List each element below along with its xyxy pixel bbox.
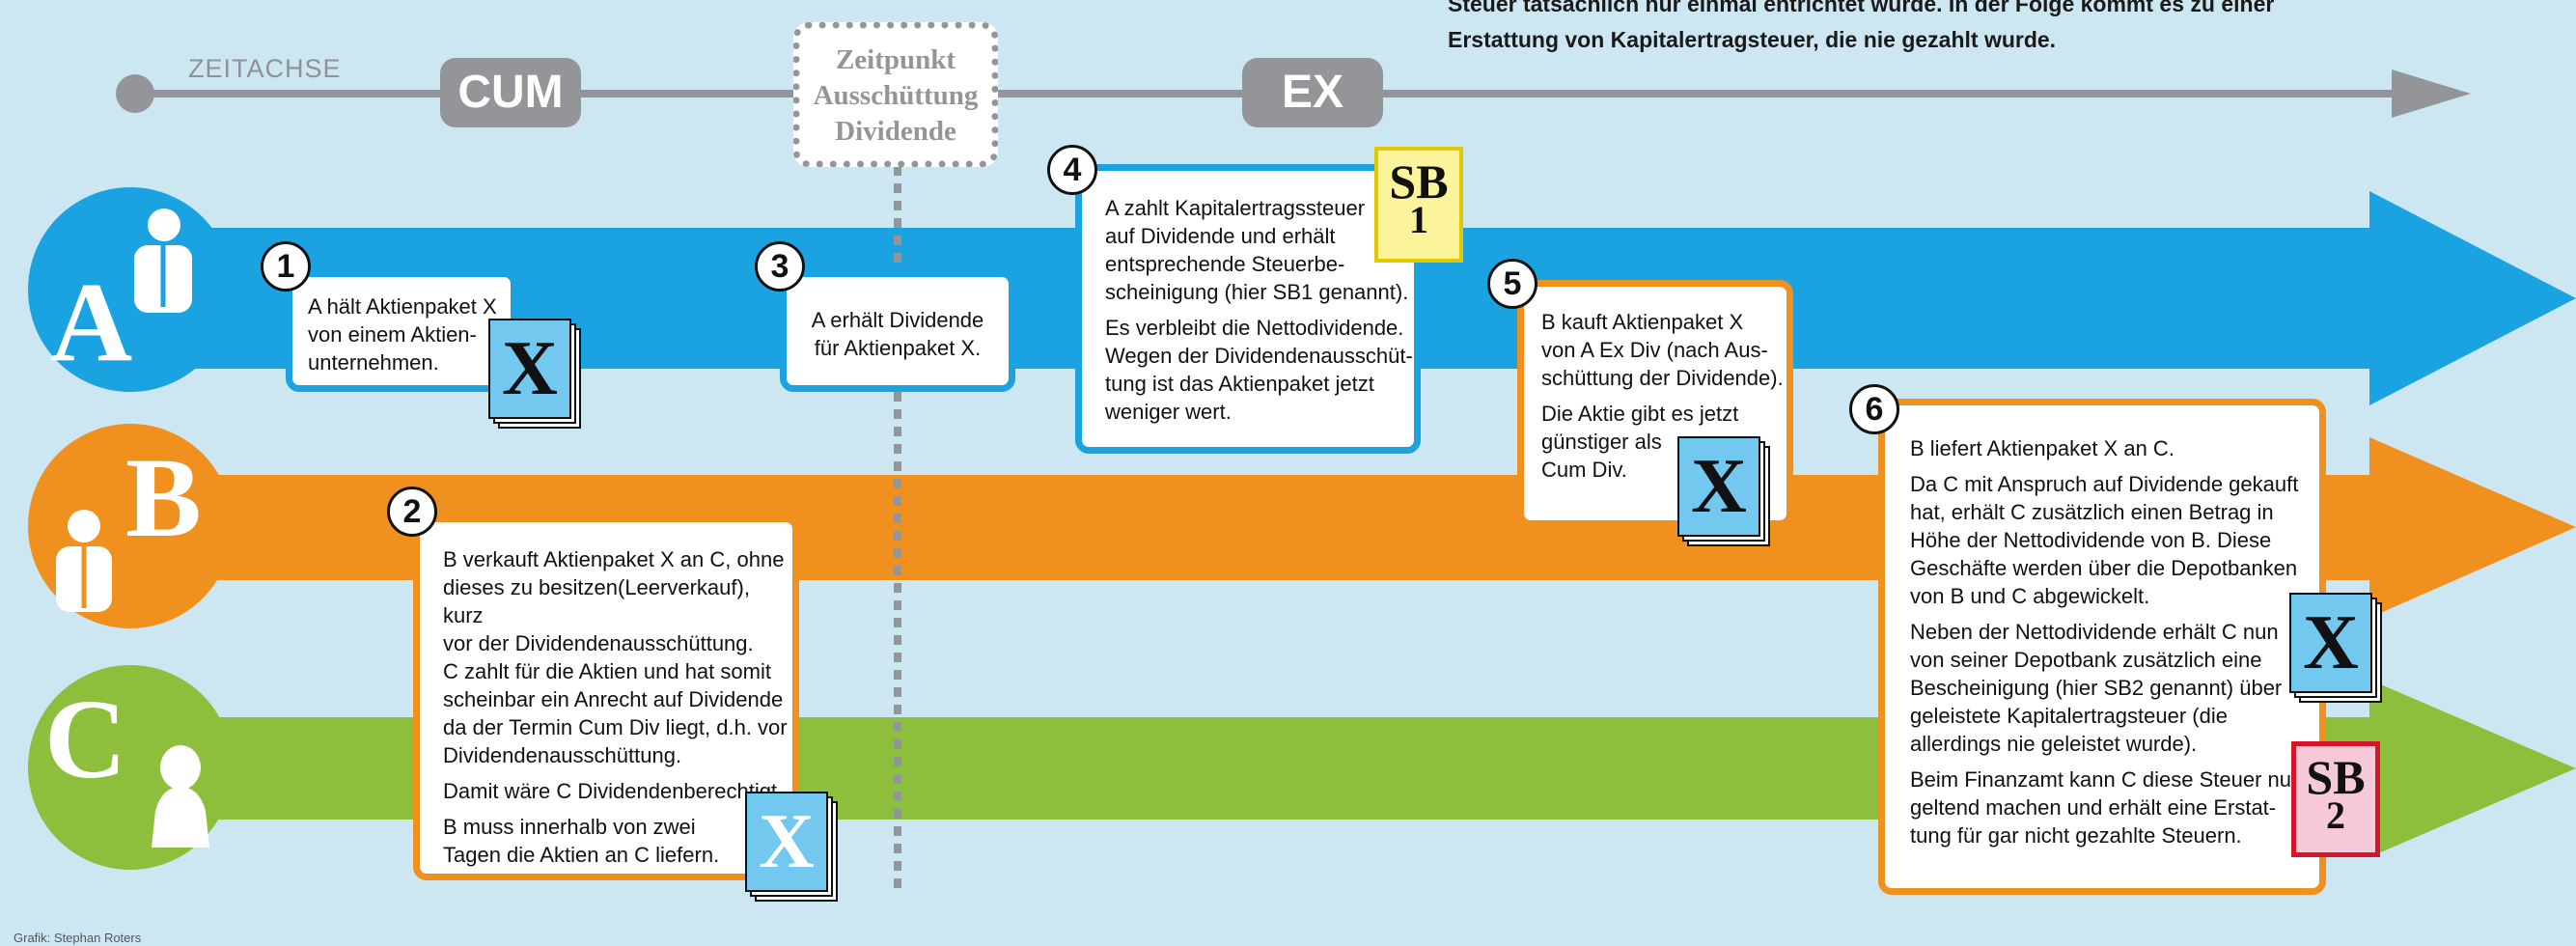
intro-text: Steuer tatsächlich nur einmal entrichtet…: [1448, 0, 2274, 58]
step-2-line: Dividendenausschüttung.: [443, 743, 682, 767]
payout-label-line-1: Zeitpunkt: [835, 44, 956, 75]
step-4-line: entsprechende Steuerbe-: [1105, 252, 1345, 276]
lane-c-letter: C: [44, 676, 127, 802]
certificate-x-label: X: [488, 319, 571, 419]
step-6-paragraph-3: Neben der Nettodividende erhält C nun vo…: [1910, 618, 2319, 758]
step-4-line: scheinigung (hier SB1 genannt).: [1105, 280, 1409, 304]
step-2-line: da der Termin Cum Div liegt, d.h. vor: [443, 715, 788, 739]
step-2-line: dieses zu besitzen(Leerverkauf), kurz: [443, 575, 750, 627]
step-4-number: 4: [1047, 145, 1097, 195]
step-6-line: Neben der Nettodividende erhält C nun: [1910, 620, 2279, 644]
step-6-line: Beim Finanzamt kann C diese Steuer nun: [1910, 767, 2304, 792]
step-2-paragraph-2: Damit wäre C Dividendenberechtigt.: [443, 777, 792, 805]
sb2-label-bottom: 2: [2326, 793, 2345, 837]
step-6-paragraph-4: Beim Finanzamt kann C diese Steuer nun g…: [1910, 765, 2319, 849]
certificate-x-label: X: [2289, 593, 2372, 693]
step-4-line: weniger wert.: [1105, 400, 1232, 424]
step-4-line: A zahlt Kapitalertragssteuer: [1105, 196, 1366, 220]
step-3-line-2: für Aktienpaket X.: [814, 336, 982, 360]
certificate-sb1: SB 1: [1374, 147, 1463, 263]
step-2-paragraph-1: B verkauft Aktienpaket X an C, ohne dies…: [443, 545, 792, 769]
certificate-x-label: X: [1677, 436, 1760, 537]
step-2-paragraph-3: B muss innerhalb von zwei Tagen die Akti…: [443, 813, 792, 869]
lane-c-arrowhead: [2369, 680, 2576, 857]
step-3-line-1: A erhält Dividende: [811, 308, 984, 332]
step-4-line: Es verbleibt die Nettodividende.: [1105, 316, 1404, 340]
step-6-paragraph-2: Da C mit Anspruch auf Dividende gekauft …: [1910, 470, 2319, 610]
step-2-line: Damit wäre C Dividendenberechtigt.: [443, 779, 784, 803]
step-5-line: Die Aktie gibt es jetzt: [1541, 402, 1739, 426]
step-2-line: scheinbar ein Anrecht auf Dividende: [443, 687, 784, 711]
step-4-box: A zahlt Kapitalertragssteuer auf Dividen…: [1075, 164, 1421, 454]
step-4-line: auf Dividende und erhält: [1105, 224, 1336, 248]
payout-time-box: Zeitpunkt Ausschüttung Dividende: [793, 22, 998, 167]
step-5-paragraph-1: B kauft Aktienpaket X von A Ex Div (nach…: [1541, 308, 1787, 392]
step-2-box: B verkauft Aktienpaket X an C, ohne dies…: [413, 515, 799, 880]
step-6-line: hat, erhält C zusätzlich einen Betrag in: [1910, 500, 2274, 524]
timeline-start-dot: [116, 74, 154, 113]
timeline-label: ZEITACHSE: [188, 54, 342, 83]
ex-badge: EX: [1242, 58, 1383, 127]
step-4-line: tung ist das Aktienpaket jetzt: [1105, 372, 1374, 396]
step-2-line: Tagen die Aktien an C liefern.: [443, 843, 720, 867]
lane-b-letter: B: [125, 434, 202, 561]
graphic-credit: Grafik: Stephan Roters: [14, 931, 142, 945]
cum-badge: CUM: [440, 58, 581, 127]
step-6-line: geleistete Kapitalertragsteuer (die: [1910, 704, 2228, 728]
step-6-number: 6: [1849, 384, 1899, 434]
lane-a-letter: A: [50, 259, 133, 385]
intro-line-2: Erstattung von Kapitalertragsteuer, die …: [1448, 27, 2057, 52]
step-1-box: A hält Aktienpaket X von einem Aktien- u…: [286, 270, 517, 392]
step-1-line-1: A hält Aktienpaket X: [308, 294, 497, 319]
sb1-label-bottom: 1: [1409, 198, 1428, 241]
step-6-line: Höhe der Nettodividende von B. Diese: [1910, 528, 2272, 552]
step-5-paragraph-2: Die Aktie gibt es jetzt günstiger als Cu…: [1541, 400, 1787, 484]
step-1-line-2: von einem Aktien-: [308, 322, 477, 347]
step-4-paragraph-2: Es verbleibt die Nettodividende. Wegen d…: [1105, 314, 1414, 426]
timeline-arrowhead: [2392, 70, 2471, 118]
lane-b-arrowhead: [2369, 437, 2576, 618]
step-6-line: tung für gar nicht gezahlte Steuern.: [1910, 823, 2242, 848]
step-2-number: 2: [387, 487, 437, 537]
step-2-line: C zahlt für die Aktien und hat somit: [443, 659, 771, 683]
step-6-line: Da C mit Anspruch auf Dividende gekauft: [1910, 472, 2299, 496]
payout-label-line-2: Ausschüttung: [813, 80, 979, 111]
step-6-paragraph-1: B liefert Aktienpaket X an C.: [1910, 434, 2319, 462]
intro-line-1: Steuer tatsächlich nur einmal entrichtet…: [1448, 0, 2275, 16]
step-5-line: von A Ex Div (nach Aus-: [1541, 338, 1768, 362]
step-2-line: B muss innerhalb von zwei: [443, 815, 696, 839]
step-6-line: geltend machen und erhält eine Erstat-: [1910, 795, 2277, 820]
step-2-line: B verkauft Aktienpaket X an C, ohne: [443, 547, 785, 571]
step-5-line: B kauft Aktienpaket X: [1541, 310, 1744, 334]
sb1-label-top: SB: [1389, 154, 1449, 209]
step-2-line: vor der Dividendenausschüttung.: [443, 631, 754, 655]
sb2-label-top: SB: [2306, 750, 2366, 804]
lane-a-circle: [28, 187, 233, 392]
lane-a-arrowhead: [2369, 191, 2576, 405]
certificate-sb2: SB 2: [2291, 741, 2380, 857]
step-5-box: B kauft Aktienpaket X von A Ex Div (nach…: [1517, 280, 1793, 527]
step-6-line: Bescheinigung (hier SB2 genannt) über: [1910, 676, 2283, 700]
step-4-line: Wegen der Dividendenausschüt-: [1105, 344, 1413, 368]
step-1-line-3: unternehmen.: [308, 350, 439, 375]
step-6-line: von B und C abgewickelt.: [1910, 584, 2150, 608]
step-4-paragraph-1: A zahlt Kapitalertragssteuer auf Dividen…: [1105, 194, 1414, 306]
step-6-box: B liefert Aktienpaket X an C. Da C mit A…: [1878, 399, 2326, 895]
certificate-x-label: X: [745, 792, 828, 892]
step-5-line: günstiger als: [1541, 430, 1662, 454]
step-1-number: 1: [261, 241, 311, 292]
person-icon-c: [152, 745, 209, 848]
step-6-line: allerdings nie geleistet wurde).: [1910, 732, 2198, 756]
step-3-box: A erhält Dividende für Aktienpaket X.: [780, 270, 1015, 392]
step-6-line: von seiner Depotbank zusätzlich eine: [1910, 648, 2262, 672]
step-5-line: Cum Div.: [1541, 458, 1627, 482]
step-6-line: B liefert Aktienpaket X an C.: [1910, 436, 2174, 460]
step-5-number: 5: [1487, 259, 1537, 309]
step-6-line: Geschäfte werden über die Depotbanken: [1910, 556, 2298, 580]
step-3-number: 3: [755, 241, 805, 292]
step-5-line: schüttung der Dividende).: [1541, 366, 1784, 390]
payout-label-line-3: Dividende: [835, 116, 956, 147]
